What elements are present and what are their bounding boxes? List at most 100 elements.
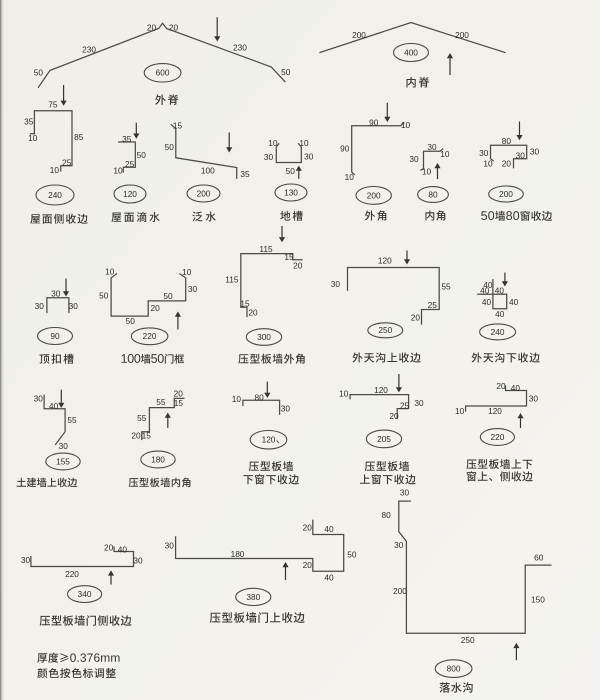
svg-text:20: 20 <box>248 307 258 317</box>
svg-text:35: 35 <box>122 134 132 144</box>
svg-text:50: 50 <box>286 166 296 176</box>
svg-text:300: 300 <box>257 332 271 342</box>
svg-text:90: 90 <box>340 144 350 154</box>
svg-text:30: 30 <box>479 148 489 158</box>
svg-text:100: 100 <box>201 166 215 176</box>
svg-text:20: 20 <box>303 560 313 570</box>
svg-text:10: 10 <box>455 406 465 416</box>
svg-text:55: 55 <box>67 415 77 425</box>
svg-text:30: 30 <box>59 441 69 451</box>
svg-text:80: 80 <box>381 510 391 520</box>
svg-text:120: 120 <box>374 385 388 395</box>
svg-text:20: 20 <box>147 22 157 32</box>
svg-text:30: 30 <box>409 154 419 164</box>
svg-text:25: 25 <box>125 159 135 169</box>
svg-text:10: 10 <box>268 138 278 148</box>
svg-text:20: 20 <box>150 303 160 313</box>
svg-text:40: 40 <box>480 286 490 296</box>
svg-text:90: 90 <box>369 117 379 127</box>
svg-text:80: 80 <box>502 136 512 146</box>
svg-text:40: 40 <box>511 383 521 393</box>
svg-text:10: 10 <box>50 165 60 175</box>
svg-text:30: 30 <box>133 555 143 565</box>
svg-text:55: 55 <box>137 413 147 423</box>
svg-text:180: 180 <box>231 549 245 559</box>
svg-text:25: 25 <box>428 300 438 310</box>
svg-text:250: 250 <box>378 325 392 335</box>
svg-text:30: 30 <box>264 152 274 162</box>
svg-text:15: 15 <box>284 252 294 262</box>
svg-text:30: 30 <box>35 301 45 311</box>
svg-text:85: 85 <box>74 132 84 142</box>
svg-text:30: 30 <box>394 540 404 550</box>
svg-text:115: 115 <box>259 244 273 254</box>
svg-text:50: 50 <box>99 290 109 300</box>
svg-text:120: 120 <box>378 256 392 266</box>
svg-text:340: 340 <box>78 589 92 599</box>
svg-text:20: 20 <box>502 158 512 168</box>
svg-text:150: 150 <box>531 595 545 605</box>
svg-text:35: 35 <box>240 169 250 179</box>
svg-text:30: 30 <box>530 147 540 157</box>
svg-text:50: 50 <box>137 150 147 160</box>
svg-text:50: 50 <box>34 68 44 78</box>
svg-text:30: 30 <box>281 404 291 414</box>
svg-text:10: 10 <box>339 388 349 398</box>
svg-text:10: 10 <box>483 158 493 168</box>
svg-text:55: 55 <box>441 282 451 292</box>
svg-text:30: 30 <box>165 540 175 550</box>
svg-text:120: 120 <box>262 435 276 445</box>
svg-text:10: 10 <box>182 267 192 277</box>
svg-text:40: 40 <box>324 573 334 583</box>
svg-text:30: 30 <box>400 488 410 498</box>
svg-text:10: 10 <box>401 120 411 130</box>
svg-text:30: 30 <box>21 555 31 565</box>
svg-text:220: 220 <box>490 432 504 442</box>
svg-text:10: 10 <box>299 138 309 148</box>
svg-text:25: 25 <box>400 401 410 411</box>
svg-text:20: 20 <box>104 543 114 553</box>
svg-text:250: 250 <box>461 635 475 645</box>
svg-text:200: 200 <box>455 30 469 40</box>
svg-text:30: 30 <box>516 150 526 160</box>
svg-text:50: 50 <box>126 316 136 326</box>
svg-text:30: 30 <box>34 393 44 403</box>
svg-text:40: 40 <box>509 297 519 307</box>
svg-text:75: 75 <box>48 100 58 110</box>
svg-text:50: 50 <box>281 67 291 77</box>
svg-text:50: 50 <box>165 142 175 152</box>
svg-text:230: 230 <box>82 45 96 55</box>
svg-text:800: 800 <box>447 664 461 674</box>
svg-text:30: 30 <box>414 398 424 408</box>
svg-text:30: 30 <box>188 284 198 294</box>
svg-text:10: 10 <box>28 133 38 143</box>
svg-text:220: 220 <box>65 569 79 579</box>
svg-text:120: 120 <box>123 189 137 199</box>
svg-text:50: 50 <box>347 550 357 560</box>
svg-text:400: 400 <box>404 47 418 57</box>
svg-text:40: 40 <box>483 280 493 290</box>
svg-text:90: 90 <box>50 331 60 341</box>
svg-text:80: 80 <box>254 392 264 402</box>
svg-text:20: 20 <box>174 388 184 398</box>
svg-text:40: 40 <box>495 285 505 295</box>
svg-text:20: 20 <box>411 312 421 322</box>
svg-text:200: 200 <box>197 188 211 198</box>
svg-text:10: 10 <box>113 166 123 176</box>
svg-text:35: 35 <box>24 116 34 126</box>
svg-text:30: 30 <box>51 288 61 298</box>
svg-text:200: 200 <box>352 30 366 40</box>
svg-text:40: 40 <box>324 524 334 534</box>
svg-text:30: 30 <box>304 151 314 161</box>
svg-text:30: 30 <box>69 301 79 311</box>
svg-text:10: 10 <box>232 394 242 404</box>
svg-text:20: 20 <box>303 523 313 533</box>
svg-text:20: 20 <box>293 261 303 271</box>
svg-text:20: 20 <box>389 411 399 421</box>
svg-text:30: 30 <box>427 142 437 152</box>
svg-text:240: 240 <box>48 190 62 200</box>
svg-text:115: 115 <box>225 275 239 285</box>
svg-text:20: 20 <box>169 22 179 32</box>
svg-text:40: 40 <box>495 309 505 319</box>
svg-text:155: 155 <box>56 456 70 466</box>
